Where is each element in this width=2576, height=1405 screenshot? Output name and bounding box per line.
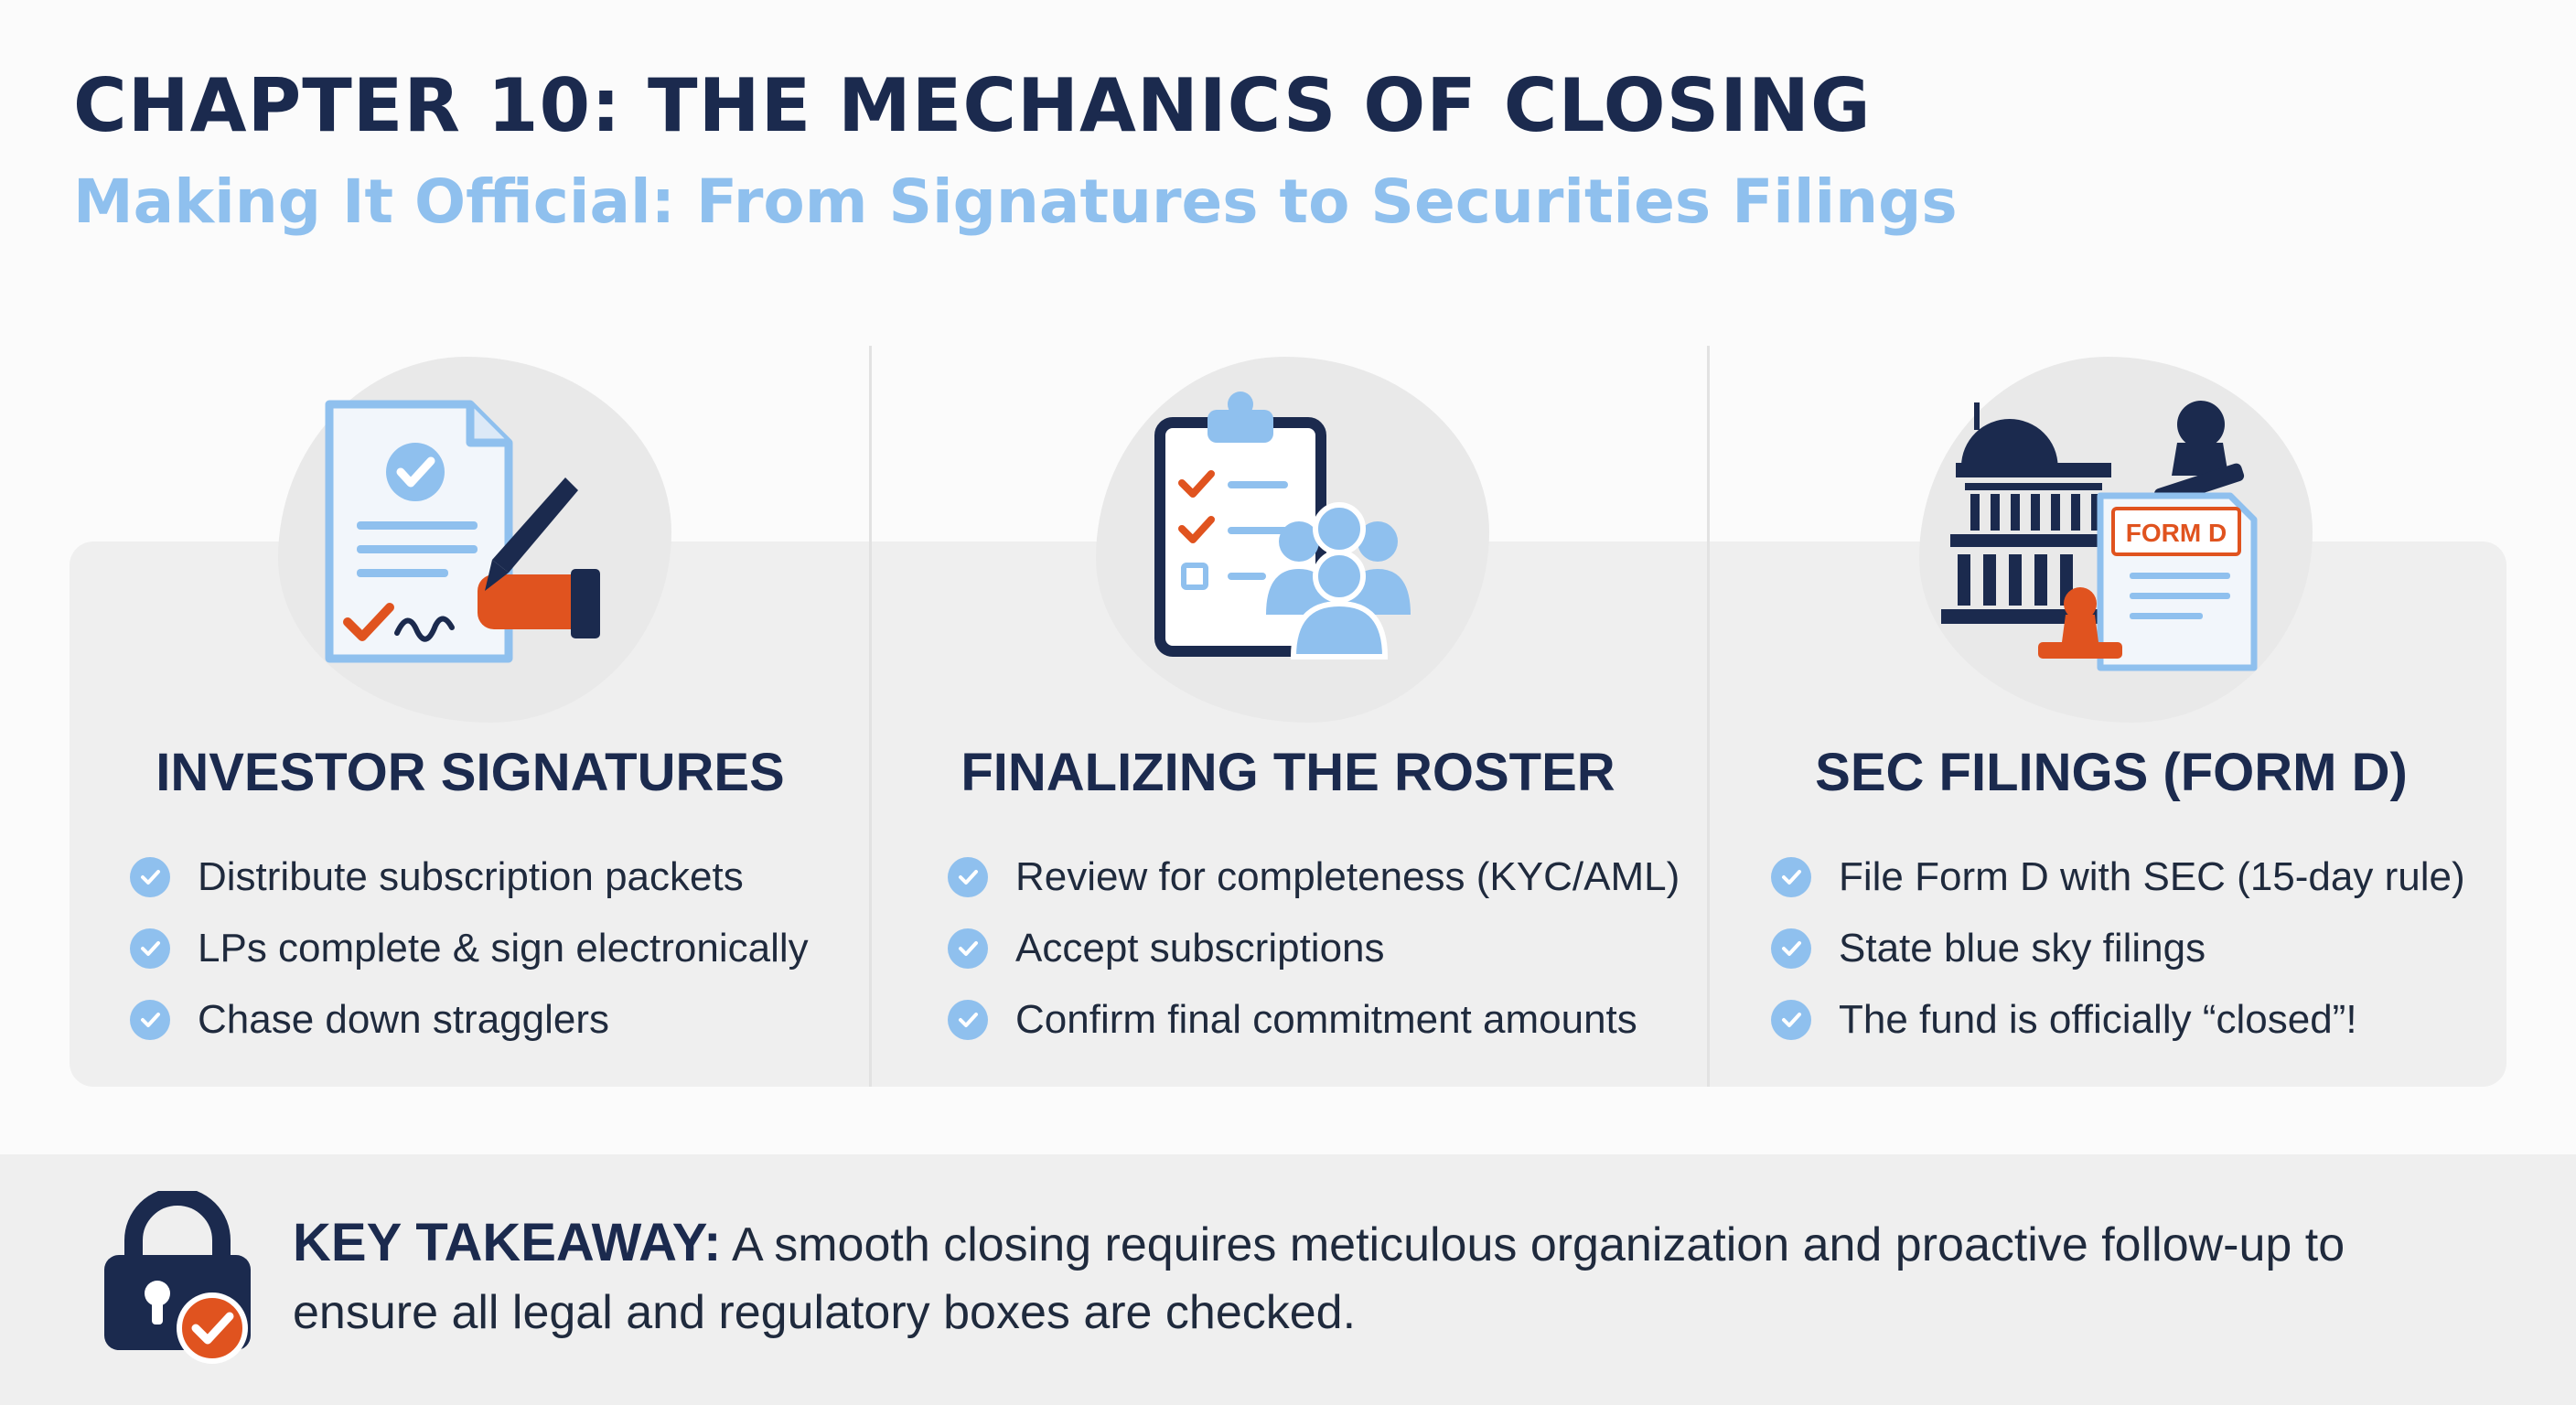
list-item-text: File Form D with SEC (15-day rule) [1839,854,2465,899]
list-item: Accept subscriptions [948,913,1680,984]
list-item: Chase down stragglers [130,984,809,1056]
column-divider [869,346,872,1087]
key-takeaway-body: A smooth closing requires meticulous org… [293,1218,2345,1339]
check-icon [948,857,988,897]
list-item-text: Chase down stragglers [198,997,610,1042]
list-item: State blue sky filings [1771,913,2465,984]
list-item: Distribute subscription packets [130,842,809,913]
column-heading: FINALIZING THE ROSTER [961,743,1615,802]
checklist: Distribute subscription packets LPs comp… [130,842,809,1056]
list-item-text: The fund is officially “closed”! [1839,997,2357,1042]
check-icon [948,928,988,969]
column-heading: SEC FILINGS (FORM D) [1815,743,2408,802]
list-item: LPs complete & sign electronically [130,913,809,984]
list-item-text: Distribute subscription packets [198,854,744,899]
list-item-text: State blue sky filings [1839,926,2206,971]
key-takeaway-label: KEY TAKEAWAY: [293,1213,722,1272]
page-subtitle: Making It Official: From Signatures to S… [73,166,1958,237]
list-item-text: Review for completeness (KYC/AML) [1015,854,1680,899]
list-item-text: Confirm final commitment amounts [1015,997,1637,1042]
checklist: Review for completeness (KYC/AML) Accept… [948,842,1680,1056]
check-icon [1771,857,1811,897]
capitol-stamp-icon: FORM D [1941,401,2258,671]
clipboard-investors-icon [1154,391,1411,660]
list-item: File Form D with SEC (15-day rule) [1771,842,2465,913]
list-item: The fund is officially “closed”! [1771,984,2465,1056]
list-item: Review for completeness (KYC/AML) [948,842,1680,913]
key-takeaway-band [0,1154,2576,1405]
check-icon [948,1000,988,1040]
check-icon [1771,928,1811,969]
column-heading: INVESTOR SIGNATURES [156,743,785,802]
column-divider [1707,346,1710,1087]
check-icon [130,928,170,969]
form-d-stamp-label: FORM D [2126,519,2227,547]
list-item-text: LPs complete & sign electronically [198,926,809,971]
key-takeaway-text: KEY TAKEAWAY: A smooth closing requires … [293,1209,2433,1346]
list-item-text: Accept subscriptions [1015,926,1385,971]
check-icon [130,857,170,897]
list-item: Confirm final commitment amounts [948,984,1680,1056]
check-icon [130,1000,170,1040]
lock-check-icon [104,1191,251,1364]
document-signing-icon [325,400,600,663]
check-icon [1771,1000,1811,1040]
checklist: File Form D with SEC (15-day rule) State… [1771,842,2465,1056]
page-title: CHAPTER 10: THE MECHANICS OF CLOSING [73,63,1872,148]
